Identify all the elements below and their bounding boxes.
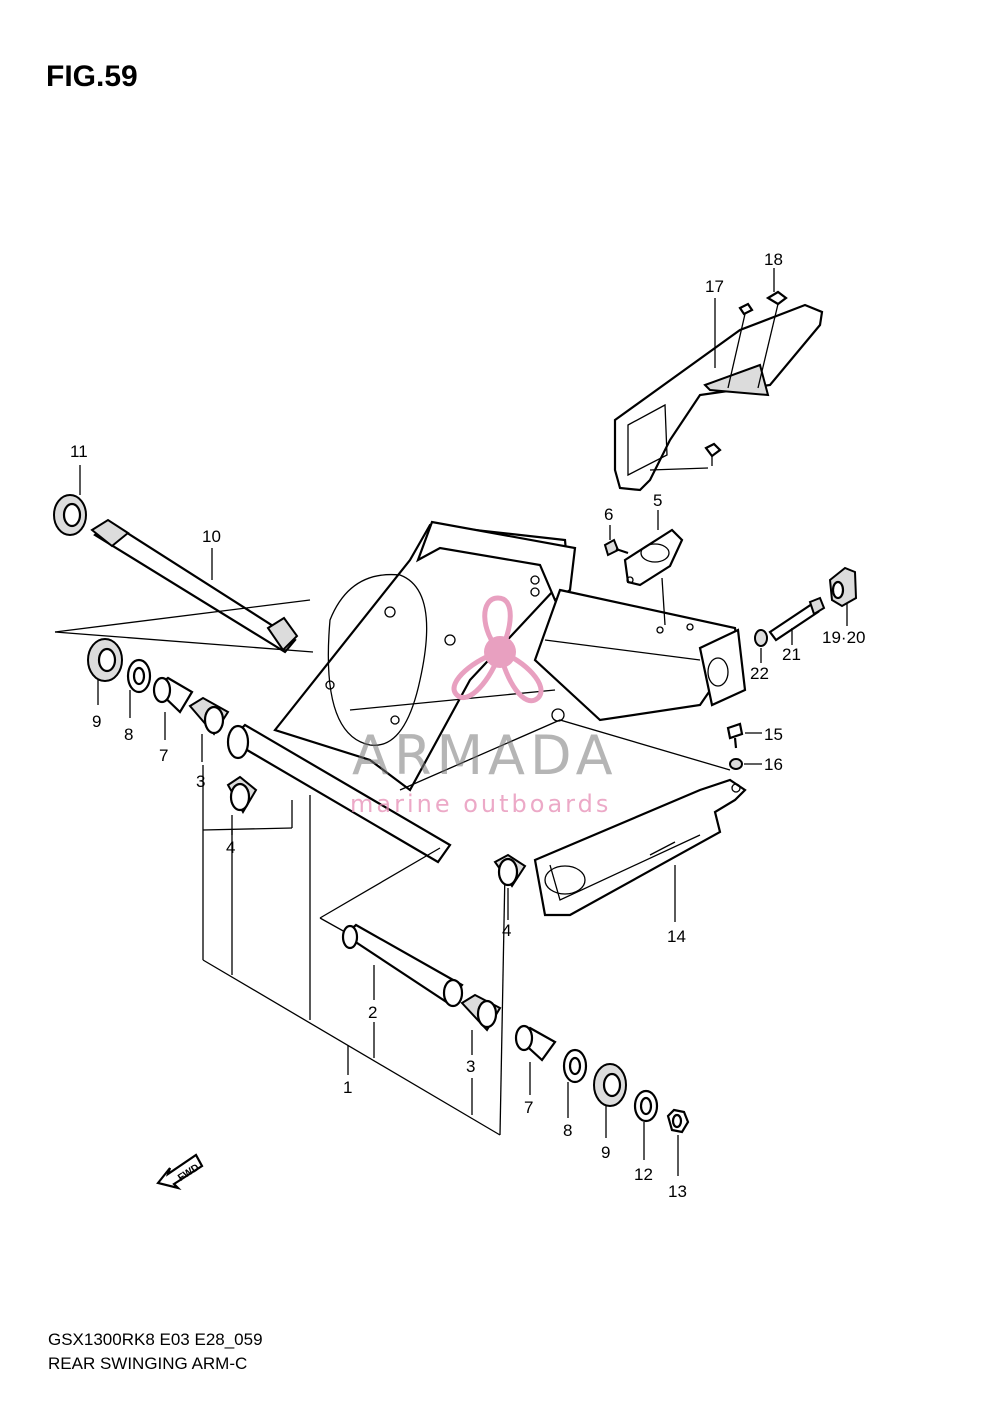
- part-chain-adjuster-19-20: [828, 566, 858, 626]
- part-chain-case-17: [613, 298, 824, 492]
- part-chain-buffer-14: [533, 778, 747, 922]
- part-spacer-7-left: [152, 676, 194, 740]
- model-code: GSX1300RK8 E03 E28_059: [48, 1330, 263, 1349]
- watermark-tagline: marine outboards: [350, 790, 612, 818]
- callout-11: 11: [70, 442, 88, 461]
- callout-15: 15: [764, 725, 783, 744]
- callout-2: 2: [368, 1003, 377, 1022]
- part-bearing-3-right: [460, 993, 502, 1115]
- part-washer-8-right: [562, 1048, 588, 1118]
- callout-3-left: 3: [196, 772, 205, 791]
- callout-14: 14: [667, 927, 686, 946]
- callout-9-left: 9: [92, 712, 101, 731]
- callout-labels: 11 10 9 8 7 3 4 4 2 3 1 7 8 9 12 13 14 1…: [70, 250, 865, 1201]
- callout-13: 13: [668, 1182, 687, 1201]
- part-bearing-4-right: [493, 853, 527, 920]
- forward-arrow-icon: FWD: [156, 1153, 204, 1191]
- part-dust-seal-9-left: [87, 638, 123, 705]
- callout-8-left: 8: [124, 725, 133, 744]
- section-name: REAR SWINGING ARM-C: [48, 1354, 248, 1373]
- figure-title: FIG.59: [46, 60, 138, 93]
- part-chain-case-bracket-5: [623, 510, 684, 626]
- callout-16: 16: [764, 755, 783, 774]
- callout-1: 1: [343, 1078, 352, 1097]
- callout-6: 6: [604, 505, 613, 524]
- part-bolt-15: [726, 722, 762, 749]
- part-bearing-4-left: [226, 775, 258, 835]
- watermark-brand: ARMADA: [352, 724, 618, 787]
- watermark: ARMADA marine outboards: [340, 590, 660, 830]
- part-washer-12: [633, 1089, 659, 1160]
- part-adjuster-bolt-21: [768, 596, 826, 645]
- propeller-icon: [451, 595, 544, 704]
- callout-17: 17: [705, 277, 724, 296]
- part-bolt-6: [603, 525, 629, 557]
- callout-10: 10: [202, 527, 221, 546]
- callout-7-left: 7: [159, 746, 168, 765]
- part-collar-2: [341, 923, 464, 1058]
- callout-22: 22: [750, 664, 769, 683]
- part-dust-seal-9-right: [593, 1063, 627, 1138]
- part-oil-seal-11: [53, 465, 87, 536]
- part-washer-8-left: [126, 658, 152, 718]
- part-nut-16: [729, 758, 762, 770]
- callout-19-20: 19·20: [822, 628, 865, 647]
- callout-3-right: 3: [466, 1057, 475, 1076]
- callout-12: 12: [634, 1165, 653, 1184]
- callout-4-left: 4: [226, 838, 235, 857]
- callout-21: 21: [782, 645, 801, 664]
- callout-bracket-1: [202, 765, 506, 1136]
- part-washer-22: [754, 629, 768, 663]
- callout-9-right: 9: [601, 1143, 610, 1162]
- part-pivot-shaft-10: [54, 518, 314, 654]
- footer: GSX1300RK8 E03 E28_059 REAR SWINGING ARM…: [48, 1328, 263, 1376]
- part-spacer-7-right: [514, 1024, 557, 1095]
- callout-8-right: 8: [563, 1121, 572, 1140]
- callout-5: 5: [653, 491, 662, 510]
- part-swing-arm-1: [226, 520, 747, 864]
- part-nut-13: [666, 1108, 690, 1176]
- callout-4-right: 4: [502, 921, 511, 940]
- part-bearing-3-left: [188, 696, 230, 762]
- part-screw-18: [704, 268, 788, 466]
- callout-18: 18: [764, 250, 783, 269]
- callout-7-right: 7: [524, 1098, 533, 1117]
